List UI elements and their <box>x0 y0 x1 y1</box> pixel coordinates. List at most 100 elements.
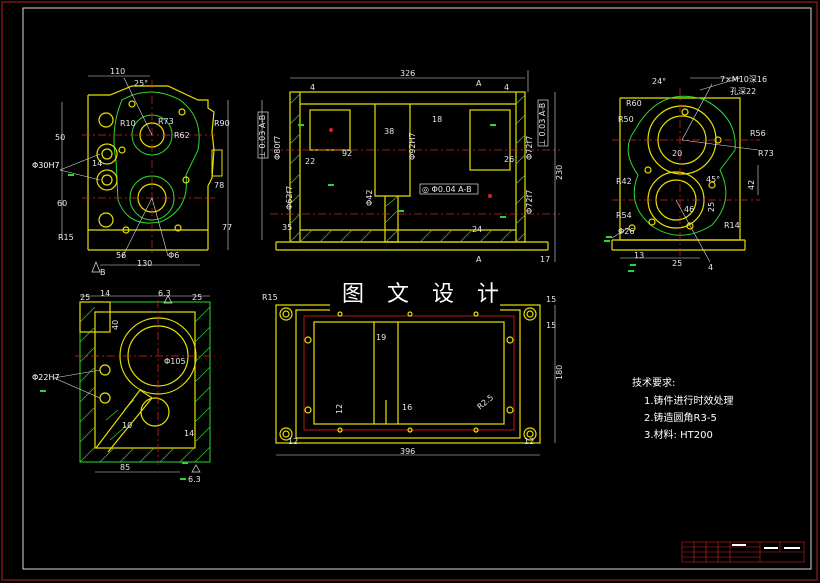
dim-14-d: 14 <box>184 429 194 438</box>
dim-phi92h7: Φ92H7 <box>408 132 417 160</box>
dim-19: 19 <box>376 333 386 342</box>
dim-110: 110 <box>110 67 125 76</box>
dim-25-right: 25 <box>707 202 716 212</box>
dim-phi80f7: Φ80f7 <box>273 136 282 160</box>
dim-14-c: 14 <box>100 289 110 298</box>
dim-25-c: 25 <box>80 293 90 302</box>
dim-26: 26 <box>504 155 514 164</box>
dim-14: 14 <box>92 159 102 168</box>
dim-25-bottom: 25 <box>672 259 682 268</box>
dim-phi42: Φ42 <box>365 190 374 206</box>
dim-130: 130 <box>137 259 152 268</box>
tech-requirement-3: 3.材料: HT200 <box>644 428 713 441</box>
dim-16: 16 <box>402 403 412 412</box>
dim-15-b: 15 <box>546 321 556 330</box>
dim-38: 38 <box>384 127 394 136</box>
dim-12-a: 12 <box>335 404 344 414</box>
hole-spec-1: 7×M10深16 <box>720 75 767 84</box>
dim-phi62f7: Φ62f7 <box>285 186 294 210</box>
dim-r42: R42 <box>616 177 632 186</box>
title-block <box>681 541 805 563</box>
dim-15-a: 15 <box>546 295 556 304</box>
dim-25-deg: 25° <box>134 79 148 88</box>
dim-18: 18 <box>432 115 442 124</box>
dim-46: 46 <box>684 205 694 214</box>
dim-17: 17 <box>540 255 550 264</box>
dim-r2-5: R2.5 <box>476 393 496 412</box>
label-a-1: A <box>476 79 482 88</box>
dim-35: 35 <box>282 223 292 232</box>
dim-45-deg: 45° <box>706 175 720 184</box>
dim-24: 24 <box>472 225 482 234</box>
dim-13: 13 <box>634 251 644 260</box>
dim-10: 10 <box>122 421 132 430</box>
roughness-marks <box>40 124 636 480</box>
front-view <box>61 75 229 273</box>
dim-92: 92 <box>342 149 352 158</box>
dim-77: 77 <box>222 223 232 232</box>
tech-requirement-1: 1.铸件进行时效处理 <box>644 394 734 407</box>
dim-40: 40 <box>111 320 120 330</box>
dim-180: 180 <box>555 365 564 380</box>
page-title: 图 文 设 计 <box>342 282 507 307</box>
dim-24-deg: 24° <box>652 77 666 86</box>
tolerance-2: ⊥ 0.03 A-B <box>538 103 547 146</box>
dim-r10: R10 <box>120 119 136 128</box>
dim-r90: R90 <box>214 119 230 128</box>
label-b: B <box>100 268 106 277</box>
dim-85: 85 <box>120 463 130 472</box>
dim-phi22h7: Φ22H7 <box>32 373 60 382</box>
bottom-view <box>75 295 215 473</box>
roughness-6-3-b: 6.3 <box>188 475 201 484</box>
dim-r62: R62 <box>174 131 190 140</box>
dim-r73: R73 <box>158 117 174 126</box>
dim-phi26: Φ26 <box>618 227 634 236</box>
dim-4-right: 4 <box>504 83 509 92</box>
dim-r73b: R73 <box>758 149 774 158</box>
dim-r14: R14 <box>724 221 740 230</box>
dim-12-b: 12 <box>288 437 298 446</box>
dim-12-c: 12 <box>524 437 534 446</box>
dim-326: 326 <box>400 69 415 78</box>
dim-r50: R50 <box>618 115 634 124</box>
dim-4-r: 4 <box>708 263 713 272</box>
tech-requirements: 技术要求: 1.铸件进行时效处理 2.铸造圆角R3-5 3.材料: HT200 <box>632 376 734 441</box>
dim-r15: R15 <box>58 233 74 242</box>
section-view <box>257 70 560 262</box>
dim-r15-b: R15 <box>262 293 278 302</box>
dim-phi72f7-a: Φ72f7 <box>525 136 534 160</box>
inner-frame <box>22 7 812 570</box>
dim-r60: R60 <box>626 99 642 108</box>
side-view <box>611 77 760 263</box>
dim-56: 56 <box>116 251 126 260</box>
dim-42: 42 <box>747 180 756 190</box>
tolerance-1: ⊥ 0.03 A-B <box>258 115 267 158</box>
dim-396: 396 <box>400 447 415 456</box>
dim-4-left: 4 <box>310 83 315 92</box>
dim-78: 78 <box>214 181 224 190</box>
dim-20: 20 <box>672 149 682 158</box>
label-a-2: A <box>476 255 482 264</box>
hole-spec-2: 孔深22 <box>730 87 756 96</box>
tech-requirement-2: 2.铸造圆角R3-5 <box>644 411 717 424</box>
roughness-6-3-a: 6.3 <box>158 289 171 298</box>
dim-r56: R56 <box>750 129 766 138</box>
title-backdrop <box>330 275 500 311</box>
top-view <box>275 304 556 456</box>
tech-requirements-heading: 技术要求: <box>632 376 675 389</box>
dim-r54: R54 <box>616 211 632 220</box>
dim-phi6: Φ6 <box>168 251 179 260</box>
dim-50: 50 <box>55 133 65 142</box>
dim-230: 230 <box>555 165 564 180</box>
dim-phi105: Φ105 <box>164 357 186 366</box>
dim-phi72f7-b: Φ72f7 <box>525 190 534 214</box>
dim-25-d: 25 <box>192 293 202 302</box>
dim-22: 22 <box>305 157 315 166</box>
dim-60: 60 <box>57 199 67 208</box>
annotation-leaders <box>53 77 741 399</box>
dim-phi30h7: Φ30H7 <box>32 161 60 170</box>
tolerance-3: ◎ Φ0.04 A-B <box>422 185 472 194</box>
